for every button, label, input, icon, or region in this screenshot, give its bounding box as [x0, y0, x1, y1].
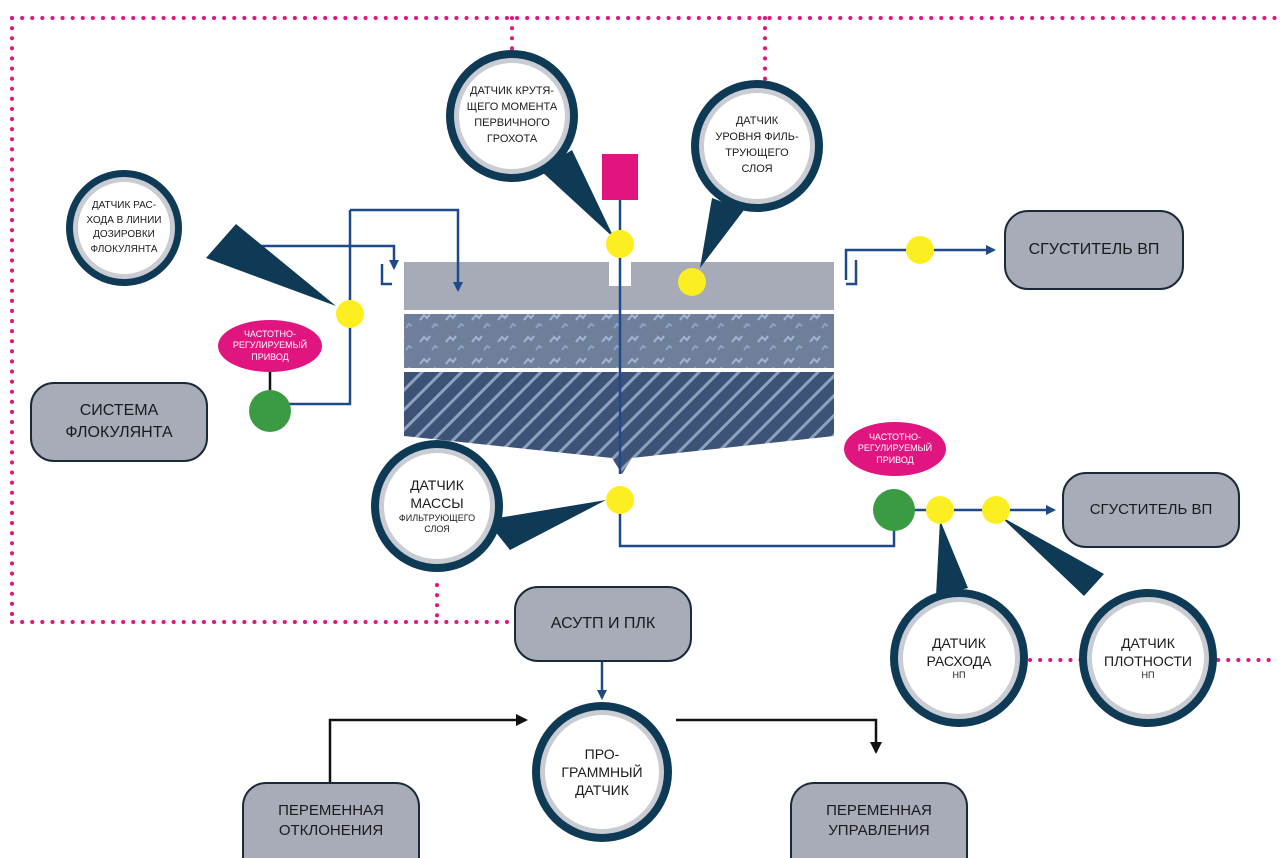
bubble-tails: [206, 150, 1104, 596]
sensor-bed-mass: [606, 486, 634, 514]
box-thickener-top: СГУСТИТЕЛЬ ВП: [1004, 210, 1184, 290]
sensor-flow-np: [926, 496, 954, 524]
bubble-bed-mass-sensor: ДАТЧИК МАССЫ ФИЛЬТРУЮЩЕГО СЛОЯ: [384, 453, 490, 559]
sensor-density-np: [982, 496, 1010, 524]
box-deviation-variable: ПЕРЕМЕННАЯ ОТКЛОНЕНИЯ: [242, 782, 420, 858]
bubble-soft-sensor-label: ПРО- ГРАММНЫЙ ДАТЧИК: [561, 745, 643, 799]
sensor-screen-torque: [606, 230, 634, 258]
bubble-density-np-title: ДАТЧИК ПЛОТНОСТИ: [1104, 634, 1192, 670]
bubble-soft-sensor: ПРО- ГРАММНЫЙ ДАТЧИК: [545, 715, 659, 829]
signal-lines: [10, 16, 1280, 662]
bubble-bed-level-label: ДАТЧИК УРОВНЯ ФИЛЬ- ТРУЮЩЕГО СЛОЯ: [715, 115, 799, 175]
bubble-flow-np-sensor: ДАТЧИК РАСХОДА НП: [903, 602, 1015, 714]
bubble-bed-mass-sub: ФИЛЬТРУЮЩЕГО СЛОЯ: [398, 512, 476, 535]
box-thickener-mid: СГУСТИТЕЛЬ ВП: [1062, 472, 1240, 548]
sensor-bed-level: [678, 268, 706, 296]
box-flocculant-system: СИСТЕМА ФЛОКУЛЯНТА: [30, 382, 208, 462]
bubble-flow-np-sub: НП: [952, 670, 966, 681]
motors: [249, 390, 915, 531]
box-apcs-plc: АСУТП И ПЛК: [514, 586, 692, 662]
sensor-flocculant-flow: [336, 300, 364, 328]
box-control-variable: ПЕРЕМЕННАЯ УПРАВЛЕНИЯ: [790, 782, 968, 858]
screen-drive-block: [602, 154, 638, 200]
bubble-flocculant-flow-sensor: ДАТЧИК РАС- ХОДА В ЛИНИИ ДОЗИРОВКИ ФЛОКУ…: [78, 182, 170, 274]
bubble-density-np-sensor: ДАТЧИК ПЛОТНОСТИ НП: [1092, 602, 1204, 714]
bubble-screen-torque-sensor: ДАТЧИК КРУТЯ- ЩЕГО МОМЕНТА ПЕРВИЧНОГО ГР…: [459, 63, 565, 169]
motor-underflow-pump: [873, 489, 915, 531]
sensor-thickener-outlet: [906, 236, 934, 264]
bubble-rings: [66, 50, 1217, 842]
sensors: [336, 230, 1010, 524]
bubble-flow-np-title: ДАТЧИК РАСХОДА: [926, 634, 992, 670]
bubble-flocculant-flow-label: ДАТЧИК РАС- ХОДА В ЛИНИИ ДОЗИРОВКИ ФЛОКУ…: [86, 200, 162, 255]
bubble-screen-torque-label: ДАТЧИК КРУТЯ- ЩЕГО МОМЕНТА ПЕРВИЧНОГО ГР…: [466, 85, 558, 145]
vfd-label-left: ЧАСТОТНО- РЕГУЛИРУЕМЫЙ ПРИВОД: [218, 320, 322, 372]
bubble-bed-level-sensor: ДАТЧИК УРОВНЯ ФИЛЬ- ТРУЮЩЕГО СЛОЯ: [704, 93, 810, 199]
bubble-density-np-sub: НП: [1141, 670, 1155, 681]
motor-flocculant-pump: [249, 390, 291, 432]
bubble-bed-mass-title: ДАТЧИК МАССЫ: [410, 477, 464, 512]
vfd-label-right: ЧАСТОТНО- РЕГУЛИРУЕМЫЙ ПРИВОД: [844, 422, 946, 476]
